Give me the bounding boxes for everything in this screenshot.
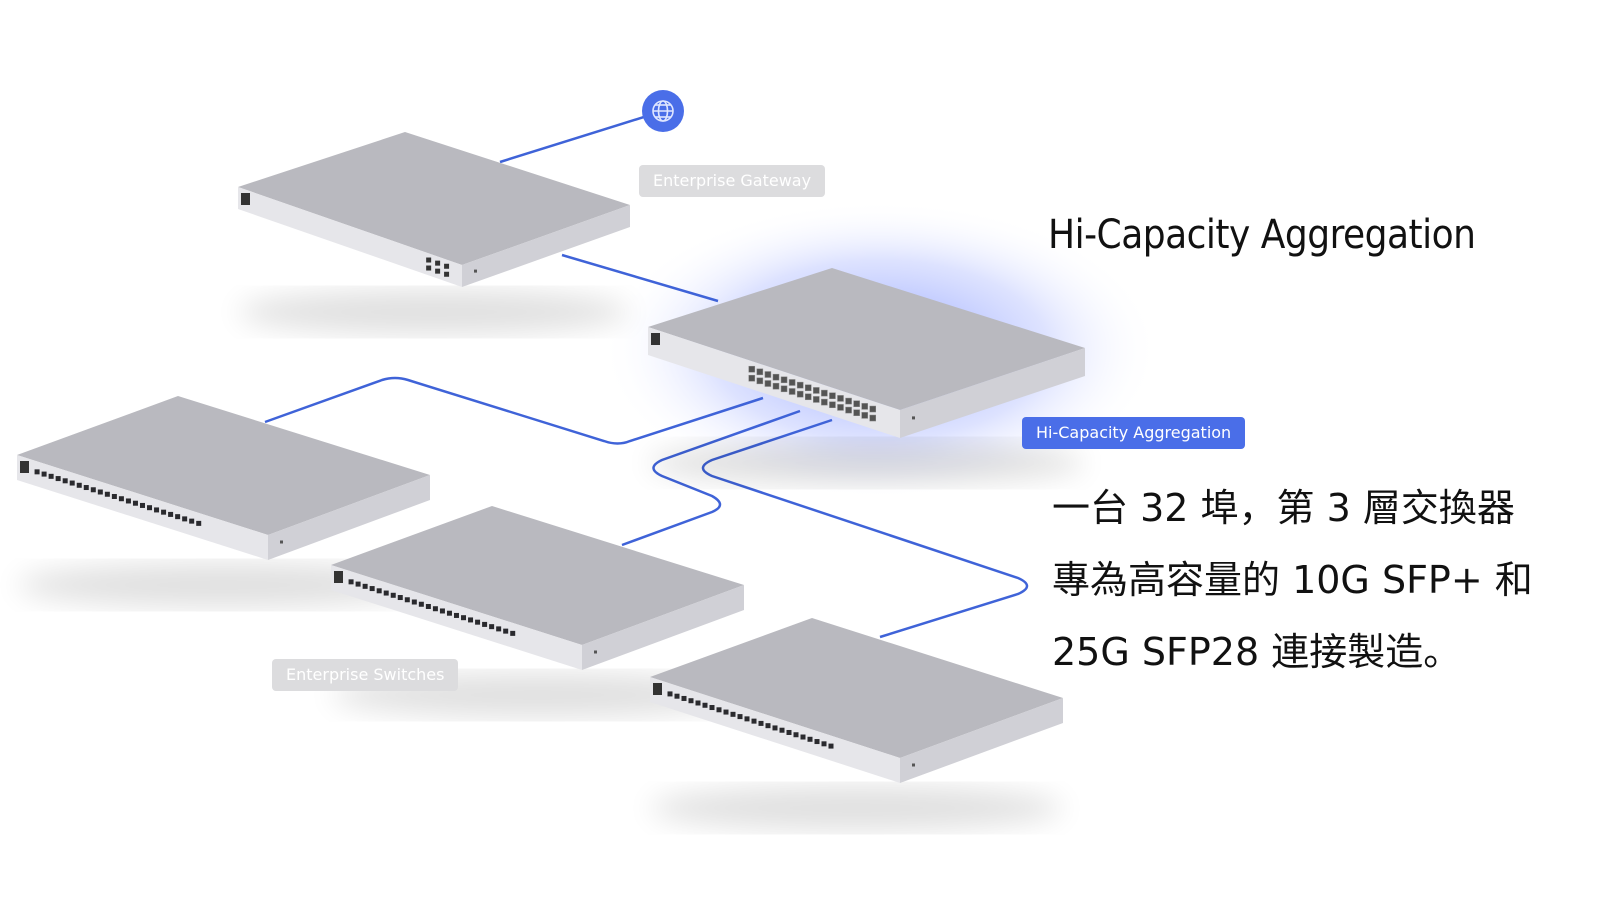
description: 一台 32 埠，第 3 層交換器 專為高容量的 10G SFP+ 和 25G S… (1052, 472, 1533, 688)
description-line: 25G SFP28 連接製造。 (1052, 630, 1462, 674)
globe-icon[interactable] (642, 90, 684, 132)
heading: Hi-Capacity Aggregation (1048, 212, 1476, 258)
aggregation-label: Hi-Capacity Aggregation (1022, 417, 1246, 449)
enterprise-switch-1[interactable] (17, 396, 430, 607)
enterprise-gateway[interactable] (238, 132, 630, 334)
enterprise-switch-3[interactable] (650, 618, 1063, 830)
description-line: 一台 32 埠，第 3 層交換器 (1052, 486, 1515, 530)
switches-label: Enterprise Switches (272, 659, 459, 691)
gateway-label: Enterprise Gateway (639, 165, 826, 197)
link-gateway-aggregation (561, 253, 719, 303)
aggregation-switch[interactable] (648, 268, 1085, 485)
description-line: 專為高容量的 10G SFP+ 和 (1052, 558, 1533, 602)
link-aggregation-switch-1 (264, 376, 764, 445)
link-internet-gateway (499, 109, 664, 164)
